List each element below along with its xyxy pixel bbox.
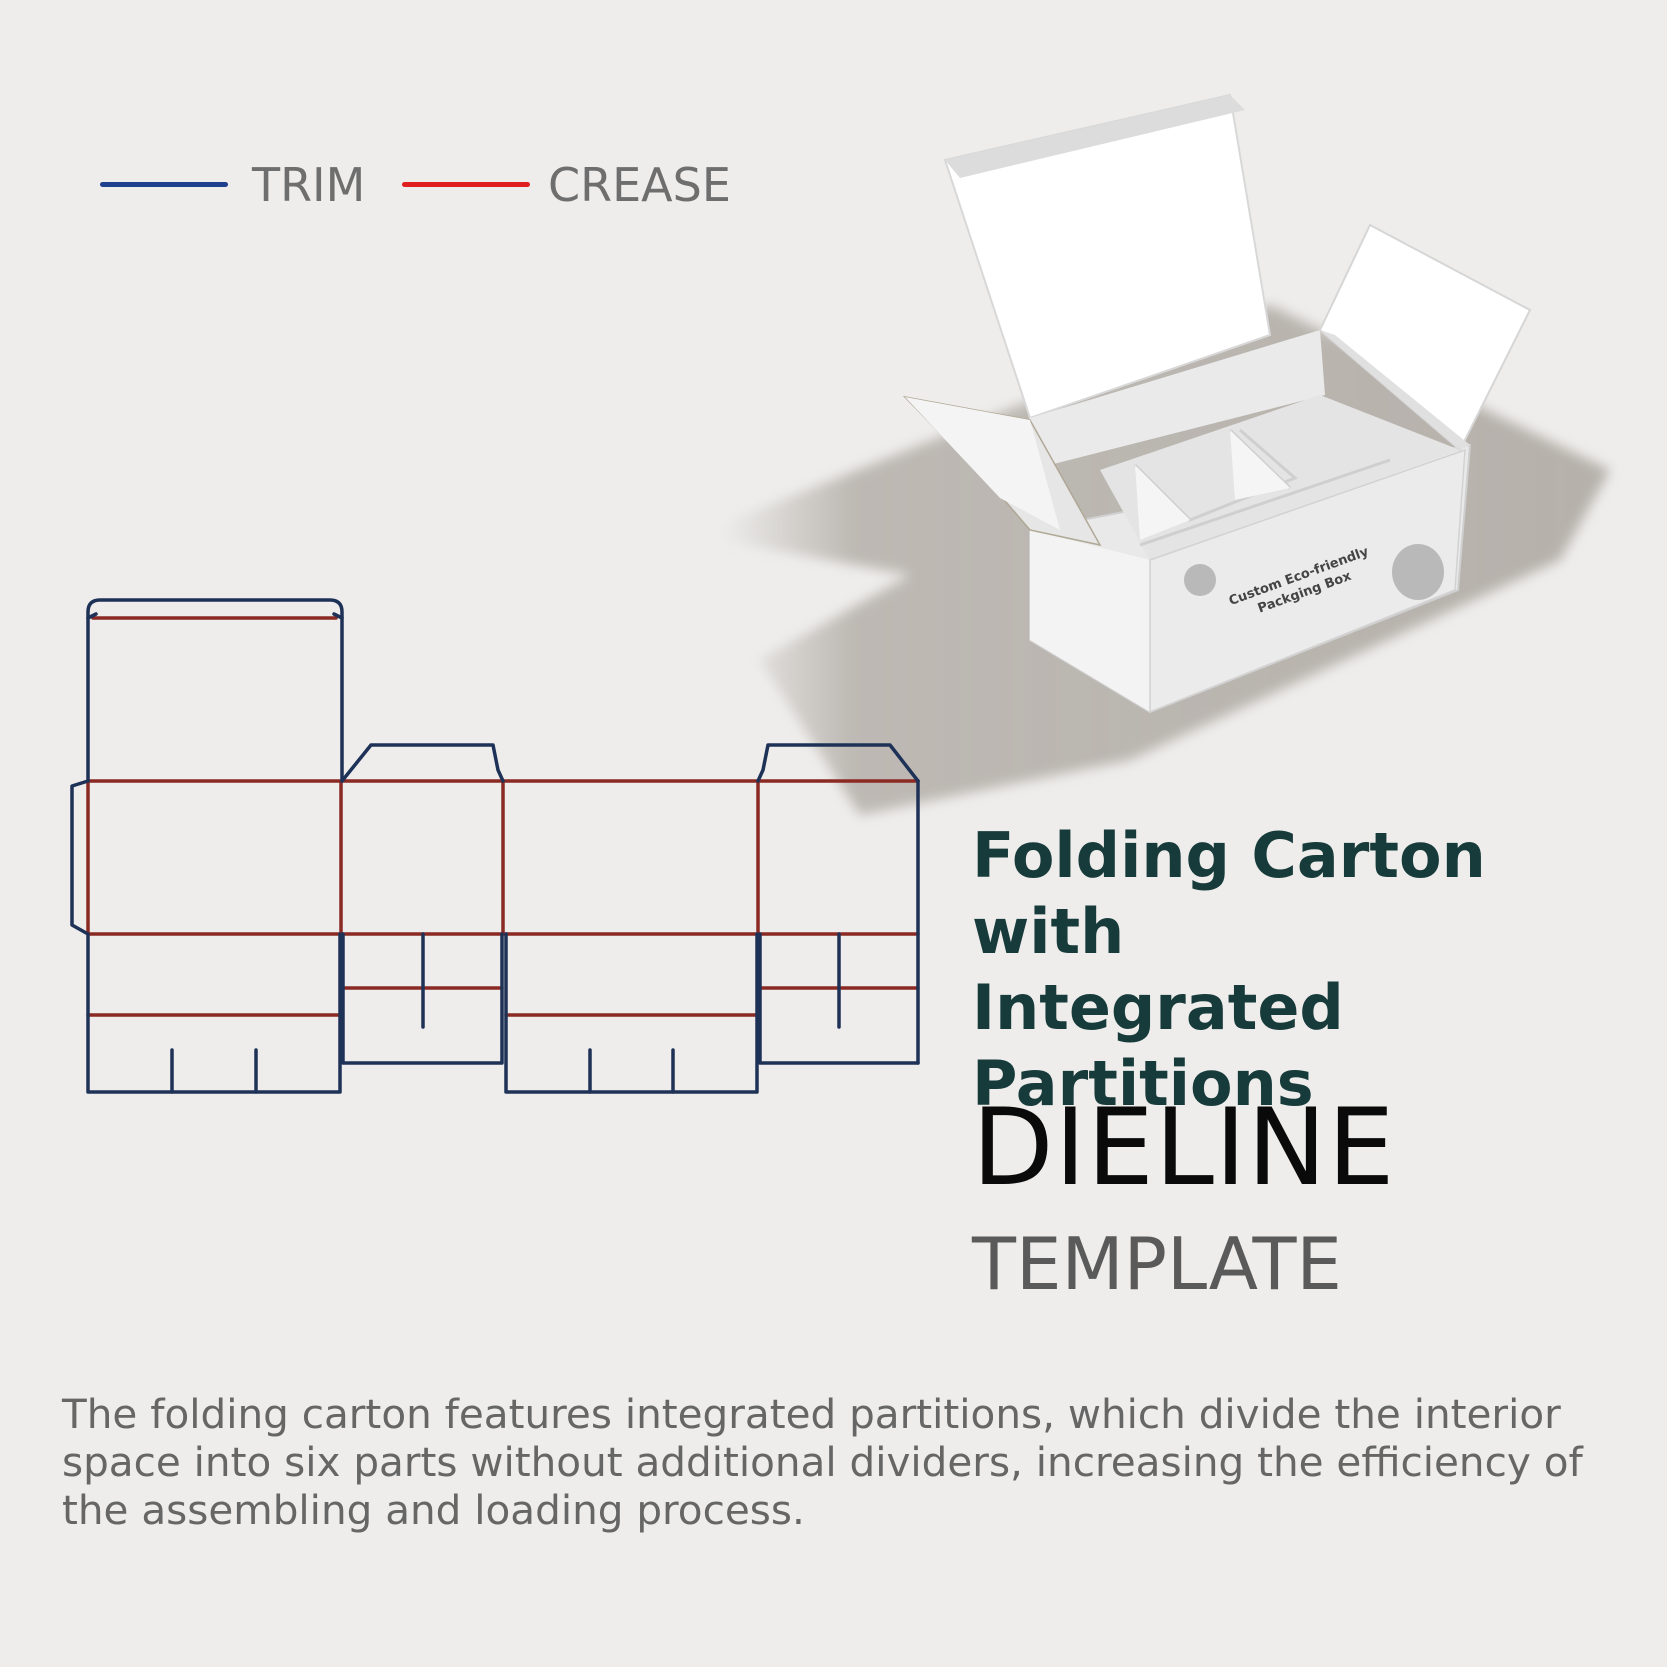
description-text: The folding carton features integrated p… [62,1390,1583,1534]
trim-legend-swatch [100,182,228,187]
trim-bottom-panel-2 [341,932,504,1065]
title-block: Folding Carton with Integrated Partition… [972,818,1662,1122]
trim-glue-flap [70,779,90,936]
trim-bottom-panel-4 [758,932,920,1065]
box-back-lid-tuck [945,95,1245,178]
title-line-1: Folding Carton [972,819,1486,892]
box-side-face [1030,530,1150,712]
box-front-panel [1149,448,1466,714]
box-right-flap-shade [1320,330,1470,450]
crease-legend-swatch [402,182,530,187]
subtitle-template: TEMPLATE [972,1222,1342,1306]
partition-wall-a [1135,465,1190,540]
trim-top-flap-notch-left [86,612,98,620]
trim-dust-flap-2 [756,743,920,783]
trim-top-flap [86,598,344,783]
title-line-3: Integrated Partitions [972,971,1344,1120]
thumb-hole-right [1392,544,1444,600]
box-interior-back [1030,330,1325,470]
box-back-lid [943,93,1272,420]
partition-wall-b [1230,430,1290,500]
thumb-hole-left [1184,564,1216,596]
partition-line-3 [1139,458,1391,547]
trim-top-flap-notch-right [332,612,344,620]
box-left-flap-inner [905,397,1060,530]
subtitle-dieline: DIELINE [972,1086,1396,1209]
title-line-2: with [972,895,1125,968]
trim-dust-flap-1 [340,743,505,783]
trim-lines [70,598,920,1094]
trim-legend-label: TRIM [252,158,366,212]
legend: TRIM CREASE [100,158,731,212]
trim-bottom-panel-1 [86,932,342,1094]
trim-bottom-panel-3 [504,932,759,1094]
crease-legend-label: CREASE [548,158,731,212]
